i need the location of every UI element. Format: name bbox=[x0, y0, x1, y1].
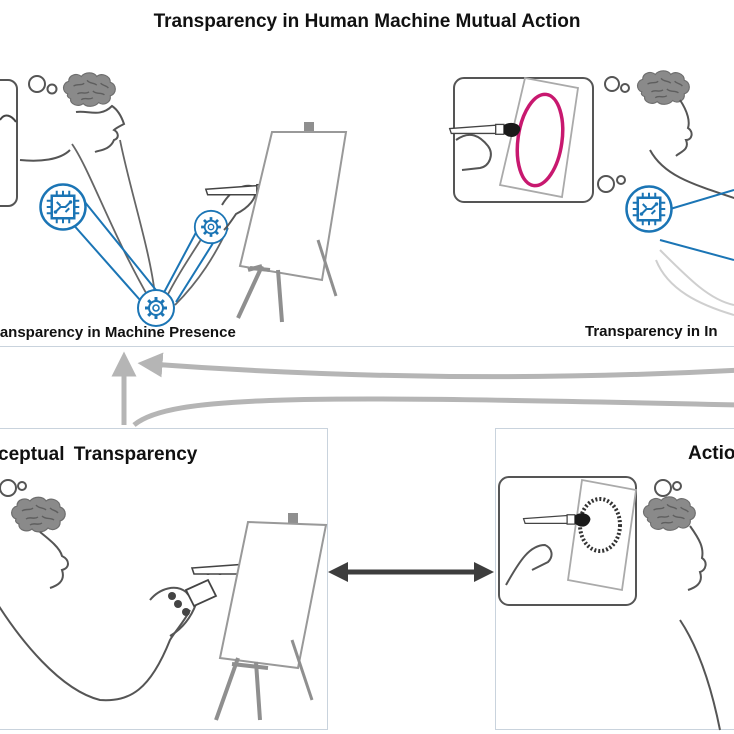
processor-chip-icon bbox=[39, 183, 87, 231]
thought-bubble-icon bbox=[28, 75, 58, 95]
feedback-arrows bbox=[111, 351, 734, 427]
intent-caption: Transparency in In bbox=[585, 323, 718, 340]
top-panel bbox=[0, 0, 734, 347]
thought-bubble-icon bbox=[0, 479, 27, 497]
easel-icon bbox=[214, 513, 328, 721]
person-left bbox=[19, 104, 126, 162]
brain-icon bbox=[636, 70, 691, 106]
gear-icon bbox=[136, 288, 176, 328]
thought-bubble-icon bbox=[654, 479, 682, 497]
machine-presence-caption: ransparency in Machine Presence bbox=[0, 324, 236, 341]
brain-icon bbox=[642, 496, 697, 532]
thought-bubble-icon bbox=[597, 76, 630, 193]
action-caption: Actio bbox=[688, 443, 734, 464]
brain-icon bbox=[10, 496, 66, 533]
diagram-title: Transparency in Human Machine Mutual Act… bbox=[153, 11, 581, 32]
person-bottom-left bbox=[0, 531, 191, 702]
processor-chip-icon bbox=[625, 185, 673, 233]
exoskeleton-glove bbox=[168, 569, 223, 616]
easel-icon bbox=[236, 122, 348, 323]
intent-stroke bbox=[515, 92, 565, 188]
person-bottom-right bbox=[679, 525, 721, 731]
perceptual-transparency-caption: ceptual Transparency bbox=[0, 444, 198, 465]
gear-icon bbox=[193, 209, 229, 245]
left-inset-box bbox=[0, 79, 18, 207]
brain-icon bbox=[62, 72, 117, 108]
